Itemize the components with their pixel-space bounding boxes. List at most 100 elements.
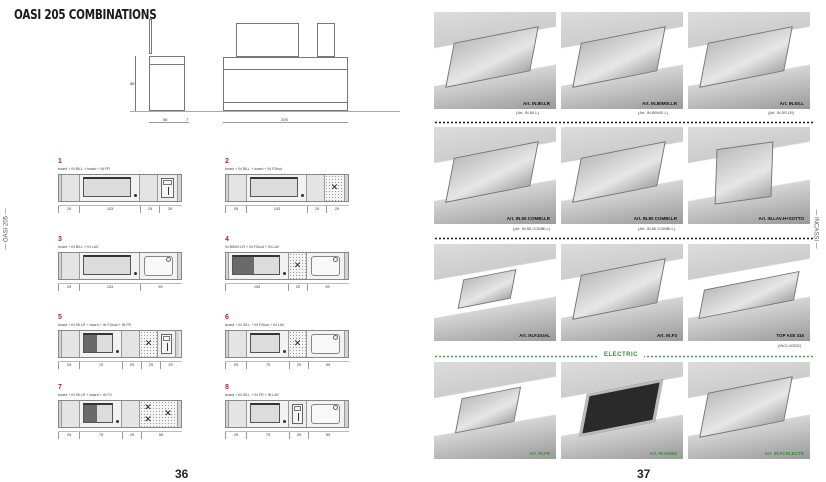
combination-number: 4 [225, 236, 229, 243]
endcap [176, 331, 179, 357]
gas-burner-module: ✕ [289, 253, 307, 279]
combination-number: 1 [58, 158, 62, 165]
depth-dim: 56 [163, 117, 168, 122]
side-label-right: — INCASSI — [812, 209, 819, 249]
board-module [62, 331, 80, 357]
fryer-well [161, 178, 174, 198]
fry-top-module [247, 331, 289, 357]
side-line [149, 64, 185, 65]
sink-bowl [311, 404, 340, 424]
fryer-module [158, 175, 178, 201]
griddle-plate [250, 333, 280, 353]
endcap [226, 253, 229, 279]
endcap [178, 253, 181, 279]
product-label: Art. IN.80.LR [522, 101, 550, 106]
counter-plan [58, 252, 182, 280]
product-label: Art. IN.80MIX.LR [641, 101, 677, 106]
combination-number: 2 [225, 158, 229, 165]
griddle-plate [250, 177, 298, 197]
dimension-row: 103 29 59 [225, 283, 349, 291]
endcap [345, 175, 348, 201]
product-image [445, 141, 539, 203]
dimension-row: 29 103 29 29 [225, 205, 349, 213]
burner-icon: ✕ [293, 338, 302, 348]
burner-icon: ✕ [144, 402, 152, 412]
dim-value: 75 [246, 362, 289, 369]
burner-icon: ✕ [330, 182, 339, 192]
dim-value: 29 [140, 206, 159, 213]
board-module [62, 253, 80, 279]
gas-hob-3-burner-module: ✕ ✕ ✕ [140, 401, 178, 427]
dim-value: 29 [289, 362, 308, 369]
knob-icon [283, 350, 286, 353]
dim-value: 75 [79, 362, 122, 369]
product-subcaption: (Art. IN.80 COMBI.L) [638, 226, 676, 231]
product-card: Art. IN.80.LR [434, 12, 556, 109]
product-subcaption: (Art. IN.80.L) [516, 110, 539, 115]
griddle-plate [83, 333, 113, 353]
combination-description: board + IN 55.LR + board + IN F3 [58, 393, 112, 397]
dimension-row: 29 75 29 59 [225, 361, 349, 369]
page-number-right: 37 [637, 467, 651, 481]
dim-value: 29 [326, 206, 347, 213]
product-label: Art. IN.80 COMBI.LR [633, 216, 677, 221]
burner-icon: ✕ [293, 260, 302, 270]
board-module [62, 175, 80, 201]
product-card: Art. IN.80MIX.LR [561, 12, 683, 109]
endcap [226, 401, 229, 427]
product-card: Art. IN.F.DUAL [434, 244, 556, 341]
board-module [229, 175, 247, 201]
combination-description: board + IN BILL + IN LAV [58, 245, 99, 249]
tap-icon [333, 257, 338, 262]
endcap [178, 401, 181, 427]
combination-description: board + IN 55.LR + board + IN F2bud + IN… [58, 323, 132, 327]
dim-value: 59 [308, 432, 347, 439]
gas-burner-module: ✕ [325, 175, 345, 201]
combination-7: 7 board + IN 55.LR + board + IN F3 ✕ ✕ ✕… [58, 384, 218, 462]
product-label: Art. IN.F2.ELECTR [764, 451, 804, 456]
fryer-well [161, 334, 172, 354]
dim-value: 29 [141, 362, 160, 369]
board-module [122, 401, 140, 427]
burner-icon: ✕ [144, 338, 153, 348]
board-module [229, 331, 247, 357]
product-image [572, 258, 666, 320]
product-label: Art. IN.5S.L [779, 101, 804, 106]
dim-value: 75 [246, 432, 289, 439]
dim-value: 29 [225, 206, 246, 213]
product-label: Art. IN.FR [529, 451, 550, 456]
endcap [345, 401, 348, 427]
combination-description: board + IN BILL + board + IN F2bud [225, 167, 283, 171]
counter-plan: ✕ [58, 330, 182, 358]
dim-value: 59 [308, 362, 347, 369]
knob-icon [134, 272, 137, 275]
dim-value: 103 [79, 284, 140, 291]
counter-plan: ✕ [225, 252, 349, 280]
combination-3: 3 board + IN BILL + IN LAV 29 103 59 [58, 236, 218, 314]
dim-value: 29 [225, 432, 246, 439]
dimension-row: 29 75 29 29 29 [58, 361, 182, 369]
gas-burner-module: ✕ [289, 331, 307, 357]
combination-description: board + IN BILL + board + IN FR [58, 167, 110, 171]
product-image [457, 269, 517, 309]
front-line [223, 69, 348, 70]
product-subcaption: (Art. IN.80MIX.L) [638, 110, 669, 115]
dim-value: 29 [122, 362, 141, 369]
board-module [62, 401, 80, 427]
combination-8: 8 board + IN 5S.L + IN FR + IN LAV 29 75… [225, 384, 385, 462]
dim-value: 103 [225, 284, 288, 291]
dim-value: 103 [246, 206, 307, 213]
elevation-drawing: 88 56 7 205 [130, 18, 410, 130]
dim-value: 29 [225, 362, 246, 369]
fry-top-module [80, 253, 140, 279]
board-module [140, 175, 158, 201]
tap-icon [333, 335, 338, 340]
dim-value: 29 [159, 206, 180, 213]
gas-burner-module: ✕ [140, 331, 158, 357]
product-card: Art. IN.F3 [561, 244, 683, 341]
sink-module [307, 401, 345, 427]
board-module [122, 331, 140, 357]
griddle-plate [83, 177, 131, 197]
side-cabinet [149, 56, 185, 111]
product-card: TOP AISI 316 [688, 244, 810, 341]
